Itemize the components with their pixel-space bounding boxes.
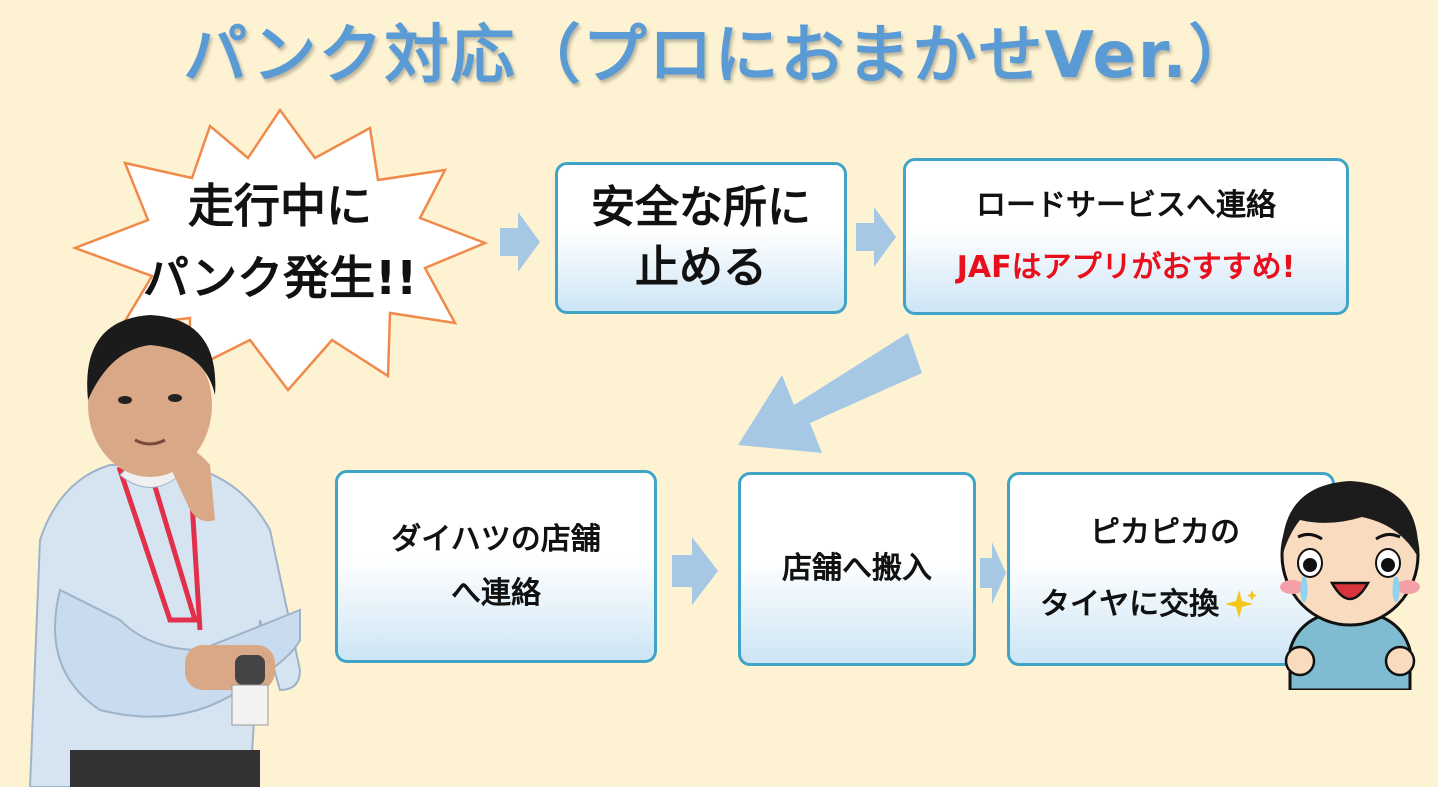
burst-line-1: 走行中に [188, 179, 372, 233]
arrow-right-icon [672, 537, 718, 605]
step-line: ダイハツの店舗 [391, 521, 601, 557]
arrow-down-left-icon [738, 333, 922, 453]
step-line: 止める [635, 242, 767, 293]
burst-callout: 走行中に パンク発生!! [70, 107, 490, 393]
step-line: タイヤに交換 [1040, 582, 1259, 628]
step-stop-safely: 安全な所に 止める [555, 162, 847, 314]
burst-line-2: パンク発生!! [142, 251, 418, 305]
step-line: 店舗へ搬入 [782, 551, 932, 586]
step-line: へ連絡 [451, 575, 541, 611]
burst-shape [71, 107, 489, 392]
page-title: パンク対応（プロにおまかせVer.） [183, 19, 1255, 93]
arrow-right-icon [500, 212, 540, 272]
step-line-text: タイヤに交換 [1040, 587, 1220, 622]
step-road-service: ロードサービスへ連絡 JAFはアプリがおすすめ! [903, 158, 1349, 315]
step-line: 安全な所に [591, 182, 811, 233]
arrow-right-icon [856, 207, 896, 267]
happy-crying-boy-illustration [1280, 481, 1420, 690]
sparkle-icon [1225, 590, 1258, 618]
step-line: ピカピカの [1090, 515, 1240, 550]
step-line: ロードサービスへ連絡 [976, 187, 1276, 223]
jaf-recommendation: JAFはアプリがおすすめ! [956, 249, 1296, 285]
staff-person-photo [28, 315, 302, 787]
step-contact-dealer: ダイハツの店舗 へ連絡 [335, 470, 657, 663]
arrow-right-icon [980, 542, 1006, 604]
step-bring-to-store: 店舗へ搬入 [738, 472, 976, 666]
step-replace-tire: ピカピカの タイヤに交換 [1007, 472, 1335, 666]
